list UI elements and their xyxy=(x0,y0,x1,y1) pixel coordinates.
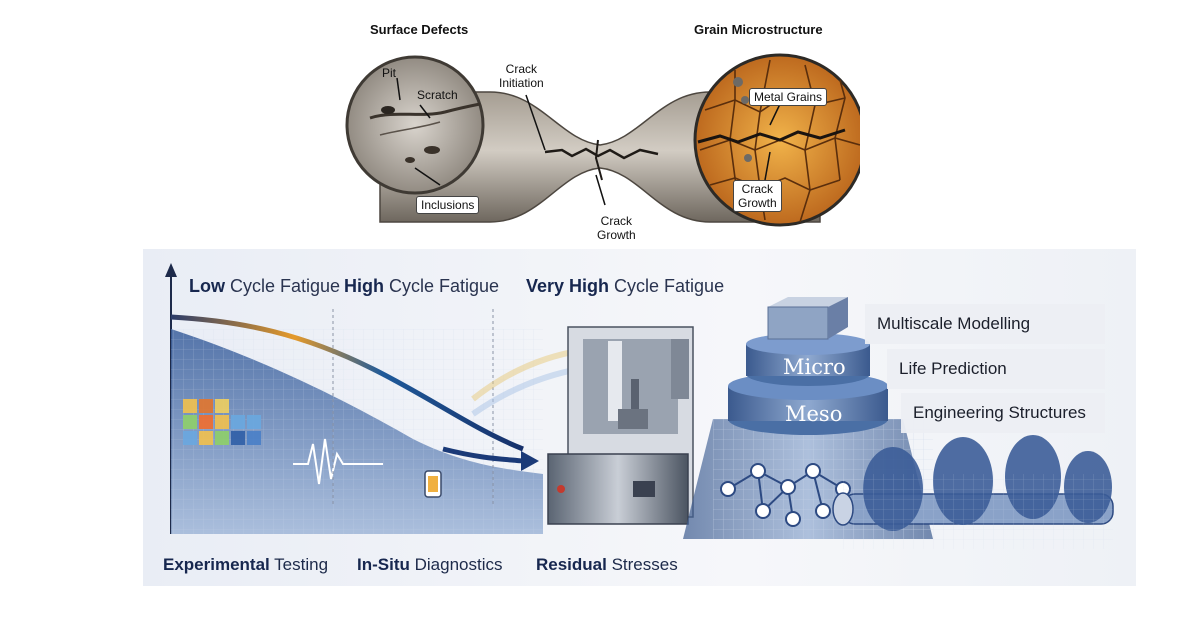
footer-in-situ-bold: In-Situ xyxy=(357,555,410,574)
fatigue-regimes-panel: Low Cycle Fatigue High Cycle Fatigue Ver… xyxy=(143,249,1136,586)
footer-in-situ-diagnostics: In-Situ Diagnostics xyxy=(357,555,503,575)
regime-high-cycle: High Cycle Fatigue xyxy=(344,276,499,297)
scratch-label: Scratch xyxy=(417,88,458,102)
crack-growth-center-label: Crack Growth xyxy=(597,214,636,242)
pyramid-micro-label: Micro xyxy=(783,355,846,379)
signal-waveform xyxy=(293,438,383,485)
inclusions-label: Inclusions xyxy=(416,196,480,214)
grain-crack xyxy=(697,128,846,144)
footer-experimental-rest: Testing xyxy=(269,555,329,574)
specimen-panel: Surface Defects Grain Microstructure Pit… xyxy=(340,0,867,248)
regime-very-high-cycle: Very High Cycle Fatigue xyxy=(526,276,724,297)
regime-low-bold: Low xyxy=(189,276,225,296)
footer-in-situ-rest: Diagnostics xyxy=(409,555,503,574)
engineering-structures-label: Engineering Structures xyxy=(901,393,1105,433)
pyramid-meso-label: Meso xyxy=(785,402,843,426)
footer-experimental-bold: Experimental xyxy=(163,555,270,574)
regime-high-bold: High xyxy=(344,276,384,296)
surface-defects-title: Surface Defects xyxy=(370,22,469,37)
footer-residual-rest: Stresses xyxy=(606,555,678,574)
network-graph xyxy=(720,463,851,527)
crack-initiation-label: Crack Initiation xyxy=(499,62,544,90)
regime-high-rest: Cycle Fatigue xyxy=(384,276,500,296)
footer-experimental-testing: Experimental Testing xyxy=(163,555,328,575)
surface-defects-circle xyxy=(345,55,485,195)
crack-growth-right-label: Crack Growth xyxy=(733,180,782,212)
crankshaft-illustration xyxy=(832,435,1114,549)
testing-machine-illustration xyxy=(547,326,694,525)
central-crack xyxy=(544,147,659,160)
heatmap-tiles xyxy=(183,399,261,445)
regime-very-high-rest: Cycle Fatigue xyxy=(609,276,725,296)
sn-curve xyxy=(170,314,524,452)
life-prediction-label: Life Prediction xyxy=(887,349,1105,389)
multiscale-modelling-label: Multiscale Modelling xyxy=(865,304,1105,344)
regime-very-high-bold: Very High xyxy=(526,276,610,296)
footer-residual-bold: Residual xyxy=(536,555,607,574)
regime-low-rest: Cycle Fatigue xyxy=(225,276,341,296)
grain-microstructure-title: Grain Microstructure xyxy=(694,22,823,37)
pit-label: Pit xyxy=(382,66,397,80)
regime-low-cycle: Low Cycle Fatigue xyxy=(189,276,340,297)
metal-grains-label: Metal Grains xyxy=(749,88,828,106)
footer-residual-stresses: Residual Stresses xyxy=(536,555,678,575)
